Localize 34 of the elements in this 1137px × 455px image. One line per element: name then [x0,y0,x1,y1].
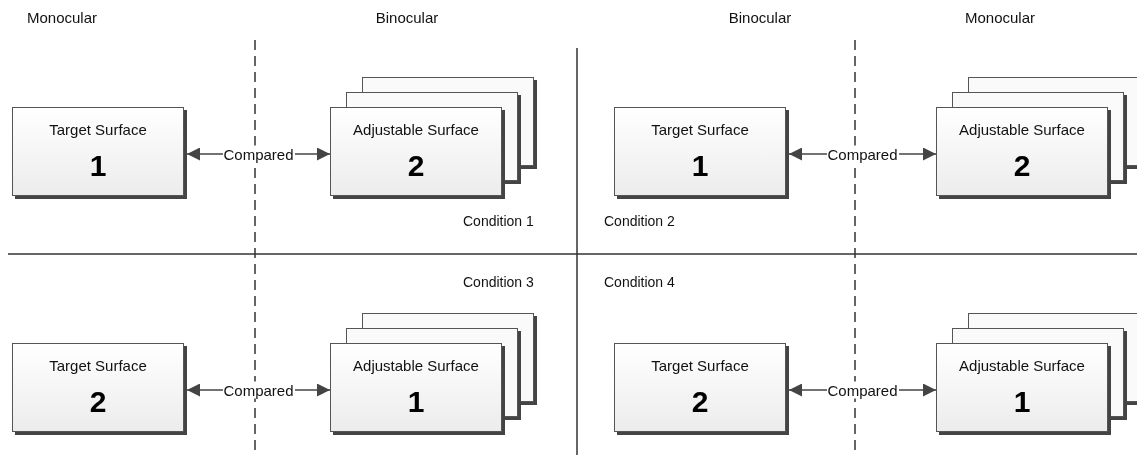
process-box [936,107,1108,196]
box-title: Adjustable Surface [958,357,1086,374]
condition-label: Condition 1 [463,213,534,229]
process-box [614,343,786,432]
box-number: 1 [406,386,426,418]
column-header: Monocular [965,9,1035,26]
process-box [936,343,1108,432]
box-title: Target Surface [48,121,148,138]
process-box [614,107,786,196]
box-title: Target Surface [650,121,750,138]
condition-label: Condition 4 [604,274,675,290]
condition-label: Condition 2 [604,213,675,229]
box-number: 1 [690,150,710,182]
box-title: Adjustable Surface [352,121,480,138]
box-number: 2 [88,386,108,418]
box-title: Target Surface [650,357,750,374]
box-number: 1 [1012,386,1032,418]
edge-label: Compared [826,381,899,399]
process-box [330,343,502,432]
box-number: 2 [1012,150,1032,182]
box-number: 2 [406,150,426,182]
box-title: Adjustable Surface [958,121,1086,138]
column-header: Monocular [27,9,97,26]
box-title: Target Surface [48,357,148,374]
process-box [12,107,184,196]
column-header: Binocular [375,9,439,26]
condition-label: Condition 3 [463,274,534,290]
edge-label: Compared [222,381,295,399]
box-number: 2 [690,386,710,418]
box-number: 1 [88,150,108,182]
column-header: Binocular [728,9,792,26]
box-title: Adjustable Surface [352,357,480,374]
process-box [12,343,184,432]
process-box [330,107,502,196]
